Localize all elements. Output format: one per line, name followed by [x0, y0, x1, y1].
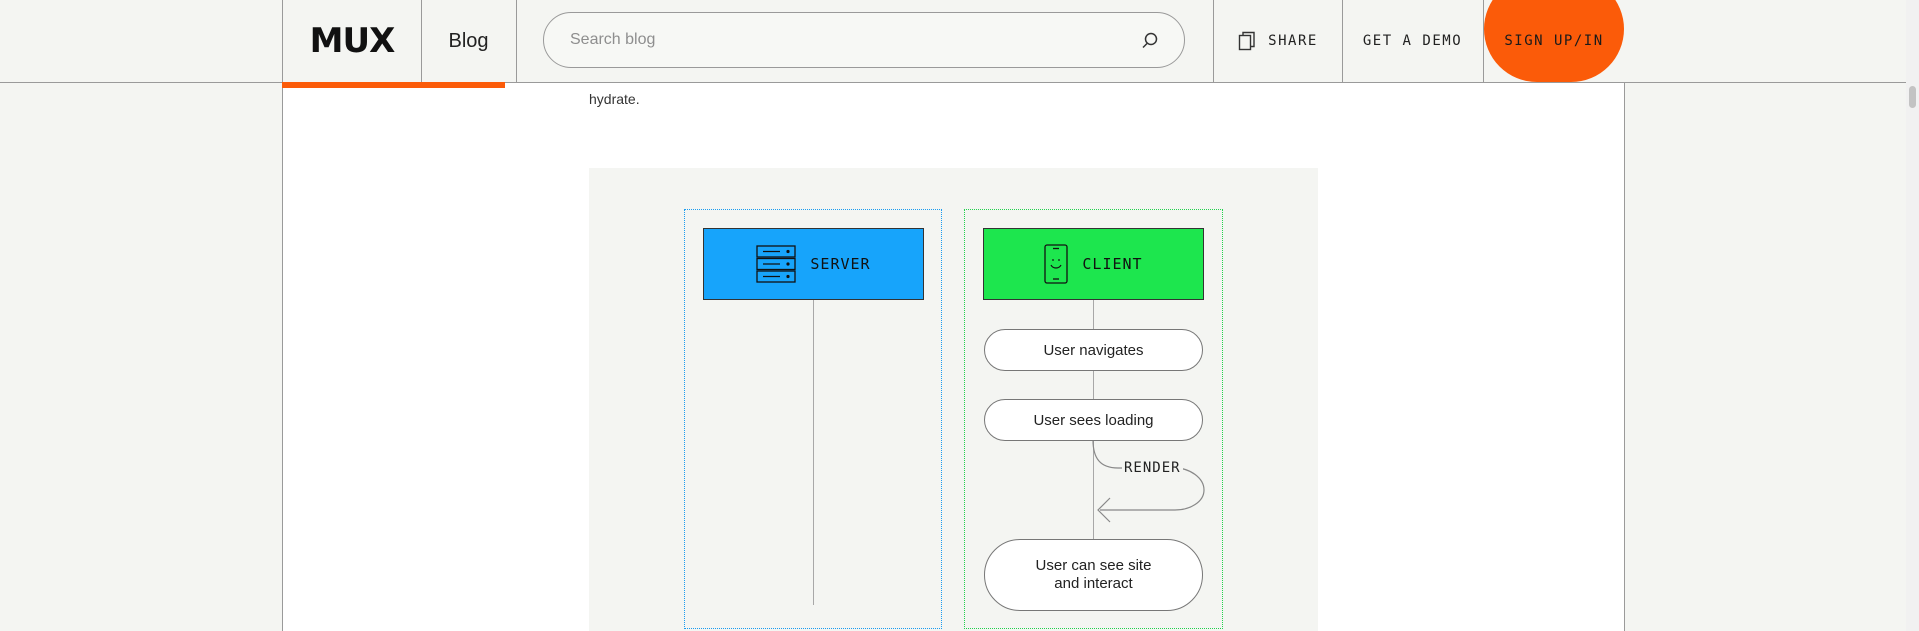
get-demo-label: GET A DEMO — [1362, 33, 1463, 49]
step-label: User navigates — [1043, 341, 1144, 359]
step-label-line-1: User can see site — [1035, 557, 1152, 574]
page-scrollbar[interactable] — [1906, 0, 1919, 631]
step-user-navigates: User navigates — [984, 329, 1203, 371]
step-label-line-2: and interact — [1054, 575, 1133, 592]
search-box — [543, 12, 1185, 68]
server-lane — [684, 209, 942, 629]
logo-link[interactable]: MUX — [282, 0, 422, 82]
sign-up-in-label: SIGN UP/IN — [1504, 33, 1604, 49]
phone-icon — [1044, 244, 1069, 284]
server-node: SERVER — [703, 228, 924, 300]
client-lane — [964, 209, 1223, 629]
render-loop-arrow — [1092, 440, 1205, 523]
top-nav: MUX Blog SHARE GET A DEMO SIGN UP/IN — [0, 0, 1906, 83]
client-connector — [1093, 300, 1094, 329]
step-label: User sees loading — [1033, 411, 1154, 429]
search-icon[interactable] — [1140, 31, 1160, 51]
search-input[interactable] — [570, 13, 1110, 67]
server-label: SERVER — [810, 255, 871, 273]
page-frame-right — [1624, 0, 1625, 631]
render-label: RENDER — [1122, 460, 1183, 476]
blog-link[interactable]: Blog — [421, 0, 517, 82]
client-label: CLIENT — [1082, 255, 1143, 273]
client-connector — [1093, 440, 1094, 539]
share-label: SHARE — [1268, 33, 1318, 49]
paragraph-text: hydrate. — [589, 91, 640, 107]
reading-progress-bar — [282, 82, 505, 88]
server-timeline — [813, 300, 814, 605]
mux-logo: MUX — [309, 21, 396, 61]
get-demo-button[interactable]: GET A DEMO — [1342, 0, 1484, 82]
share-icon — [1238, 31, 1255, 51]
step-user-can-interact: User can see site and interact — [984, 539, 1203, 611]
blog-label: Blog — [448, 29, 489, 52]
share-button[interactable]: SHARE — [1213, 0, 1343, 82]
server-icon — [756, 245, 797, 283]
client-node: CLIENT — [983, 228, 1204, 300]
client-connector — [1093, 370, 1094, 399]
sign-up-in-button[interactable]: SIGN UP/IN — [1484, 0, 1624, 82]
step-user-sees-loading: User sees loading — [984, 399, 1203, 441]
scrollbar-thumb[interactable] — [1909, 86, 1916, 108]
page-frame-left — [282, 0, 283, 631]
